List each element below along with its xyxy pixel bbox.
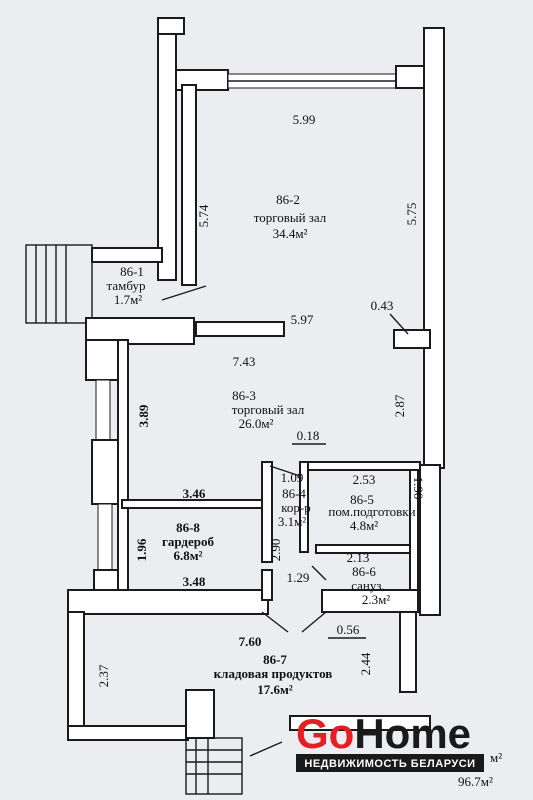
- wall-prep-bottom: [315, 544, 421, 554]
- logo-go: Go: [296, 710, 354, 757]
- dim-right-height-mid: 2.87: [392, 394, 407, 417]
- wall-tambour-top: [91, 247, 163, 263]
- dim-sanuz-width: 2.13: [347, 550, 370, 565]
- room-86-8-id: 86-8: [176, 520, 200, 535]
- wall-wardrobe-top: [121, 499, 263, 509]
- room-86-4-id: 86-4: [282, 486, 306, 501]
- dim-corridor-width: 1.09: [281, 470, 304, 485]
- dimension-labels: 5.99 5.74 5.75 5.97 0.43 7.43 3.89 2.87 …: [96, 112, 426, 687]
- dim-storage-left-height: 2.37: [96, 664, 111, 687]
- wall-left-inner: [117, 339, 129, 611]
- room-86-2-name: торговый зал: [254, 210, 327, 225]
- room-86-7-id: 86-7: [263, 652, 287, 667]
- dim-wardrobe-bottom: 3.48: [183, 574, 206, 589]
- wall-right-upper: [423, 27, 445, 469]
- room-86-5-area: 4.8м²: [350, 518, 378, 533]
- logo-tagline: НЕДВИЖИМОСТЬ БЕЛАРУСИ: [304, 758, 475, 770]
- area-total: 96.7м²: [458, 774, 493, 789]
- wall-right-lower: [419, 464, 441, 616]
- room-86-5-id: 86-5: [350, 492, 374, 507]
- wall-storage-bottom-right: [289, 715, 431, 731]
- dim-step: 0.18: [297, 428, 320, 443]
- room-86-6-area: 2.3м²: [362, 592, 390, 607]
- dim-left-height-mid: 3.89: [136, 404, 151, 427]
- room-86-3-area: 26.0м²: [239, 416, 274, 431]
- room-86-3-name: торговый зал: [232, 402, 305, 417]
- wall-left-block-1: [85, 339, 121, 381]
- dim-left-height-upper: 5.74: [196, 204, 211, 227]
- window-left-1: [95, 379, 111, 441]
- door-swings: [161, 285, 327, 757]
- room-86-1-id: 86-1: [120, 264, 144, 279]
- dim-storage-width: 7.60: [239, 634, 262, 649]
- dim-lower-width: 7.43: [233, 354, 256, 369]
- dim-storage-right-height: 2.44: [358, 652, 373, 675]
- dim-corridor-height: 2.90: [268, 539, 283, 562]
- room-86-2-area: 34.4м²: [273, 226, 308, 241]
- logo-tag-bg: [296, 754, 484, 772]
- walls: [25, 17, 445, 795]
- lower-steps: [185, 737, 243, 795]
- window-left-2: [97, 503, 113, 571]
- wall-prep-left: [299, 461, 309, 553]
- wall-prep-top: [299, 461, 421, 471]
- area-partial: м²: [490, 750, 502, 765]
- dim-door-width: 1.29: [287, 570, 310, 585]
- room-86-4-name: кор-р: [281, 500, 311, 515]
- dim-ledge: 0.43: [371, 298, 394, 313]
- entrance-steps: [25, 244, 93, 324]
- room-labels: 86-2 торговый зал 34.4м² 86-1 тамбур 1.7…: [107, 192, 416, 697]
- room-86-4-area: 3.1м²: [278, 514, 306, 529]
- room-86-8-area: 6.8м²: [173, 548, 202, 563]
- wall-storage-bottom-left: [67, 725, 189, 741]
- room-86-5-name: пом.подготовки: [328, 504, 415, 519]
- room-86-2-id: 86-2: [276, 192, 300, 207]
- wall-top-left-cap: [157, 17, 185, 35]
- wall-storage-right: [399, 611, 417, 693]
- wall-storage-left: [67, 611, 85, 733]
- room-86-1-name: тамбур: [107, 278, 146, 293]
- wall-upper-left: [157, 17, 177, 281]
- room-86-3-id: 86-3: [232, 388, 256, 403]
- dim-top-width: 5.99: [293, 112, 316, 127]
- dim-prep-height: 1.90: [411, 477, 426, 500]
- room-86-8-name: гардероб: [162, 534, 215, 549]
- wall-mid-partition: [195, 321, 285, 337]
- wall-door-jamb: [261, 569, 273, 601]
- dim-wardrobe-height: 1.96: [134, 538, 149, 561]
- dim-wardrobe-top: 3.46: [183, 486, 206, 501]
- room-86-6-id: 86-6: [352, 564, 376, 579]
- wall-storage-pillar: [185, 689, 215, 739]
- dim-mid-width: 5.97: [291, 312, 314, 327]
- room-86-7-name: кладовая продуктов: [214, 666, 333, 681]
- wall-lower-right: [321, 589, 419, 613]
- gohome-logo: GoHome НЕДВИЖИМОСТЬ БЕЛАРУСИ: [296, 710, 484, 772]
- room-86-1-area: 1.7м²: [114, 292, 142, 307]
- dim-storage-step: 0.56: [337, 622, 360, 637]
- room-86-6-name: сануз.: [351, 578, 385, 593]
- dim-prep-width: 2.53: [353, 472, 376, 487]
- room-86-7-area: 17.6м²: [257, 682, 293, 697]
- dim-right-height-upper: 5.75: [404, 203, 419, 226]
- wall-right-ledge: [393, 329, 431, 349]
- wall-lower-left: [67, 589, 269, 615]
- logo-home: Home: [354, 710, 471, 757]
- svg-text:GoHome: GoHome: [296, 710, 471, 757]
- wall-inner-left: [181, 84, 197, 286]
- wall-corridor: [261, 461, 273, 563]
